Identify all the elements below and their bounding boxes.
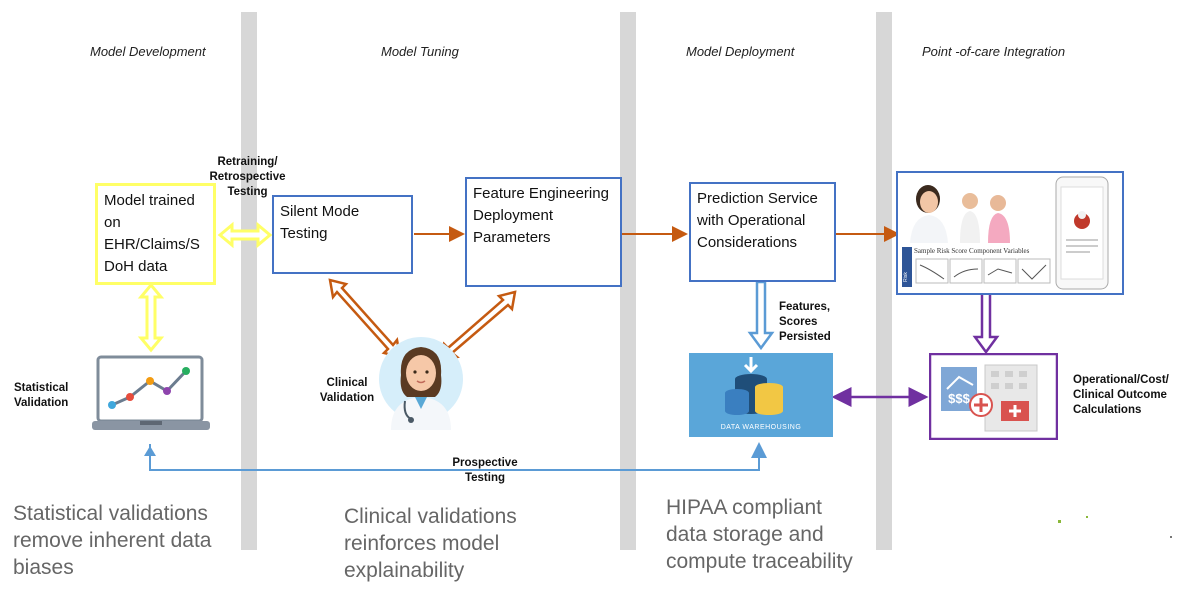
retraining-label: Retraining/ Retrospective Testing [209,156,286,198]
integration-calc-arrow [972,288,1000,355]
laptop-chart-icon [92,355,210,430]
operational-label: Operational/Cost/ Clinical Outcome Calcu… [1073,374,1169,416]
decorative-dot [1058,520,1061,523]
stage-model-development: Model Development [90,44,206,59]
retraining-double-arrow [217,221,273,249]
feature-engineering-box: Feature Engineering Deployment Parameter… [465,177,622,287]
statistical-caption: Statistical validations remove inherent … [13,502,212,579]
prospective-testing-label: Prospective Testing [452,457,518,484]
model-trained-box: Model trained on EHR/Claims/S DoH data [95,183,216,285]
warehouse-label: DATA WAREHOUSING [720,424,802,431]
stage-point-of-care: Point -of-care Integration [922,44,1066,59]
stage-separator [876,12,892,550]
clinical-caption: Clinical validations reinforces model ex… [344,505,517,582]
prediction-warehouse-arrow [747,280,775,351]
decorative-dot [1086,516,1088,518]
statistical-validation-label: Statistical Validation [14,382,69,409]
hipaa-caption: HIPAA compliant data storage and compute… [666,496,853,573]
hospital-cost-icon: $$$ [929,353,1058,440]
svg-text:$$$: $$$ [948,391,970,406]
clinic-app-image: Sample Risk Score Component Variables Ri… [896,171,1124,295]
clinical-validation-label: Clinical Validation [319,377,375,404]
features-scores-label: Features, Scores Persisted [779,301,831,343]
stage-model-tuning: Model Tuning [381,44,459,59]
integration-axis-text: Risk [903,272,909,282]
stage-separator [241,12,257,550]
stage-model-deployment: Model Deployment [686,44,795,59]
doctor-icon [379,337,463,430]
stage-separator [620,12,636,550]
decorative-dot [1170,536,1172,538]
integration-chart-caption: Sample Risk Score Component Variables [914,247,1030,255]
prospective-testing-line [149,442,767,471]
silent-mode-box: Silent Mode Testing [272,195,413,274]
data-warehouse-icon: DATA WAREHOUSING [689,353,833,437]
prediction-service-box: Prediction Service with Operational Cons… [689,182,836,282]
statistical-double-arrow [137,282,165,353]
